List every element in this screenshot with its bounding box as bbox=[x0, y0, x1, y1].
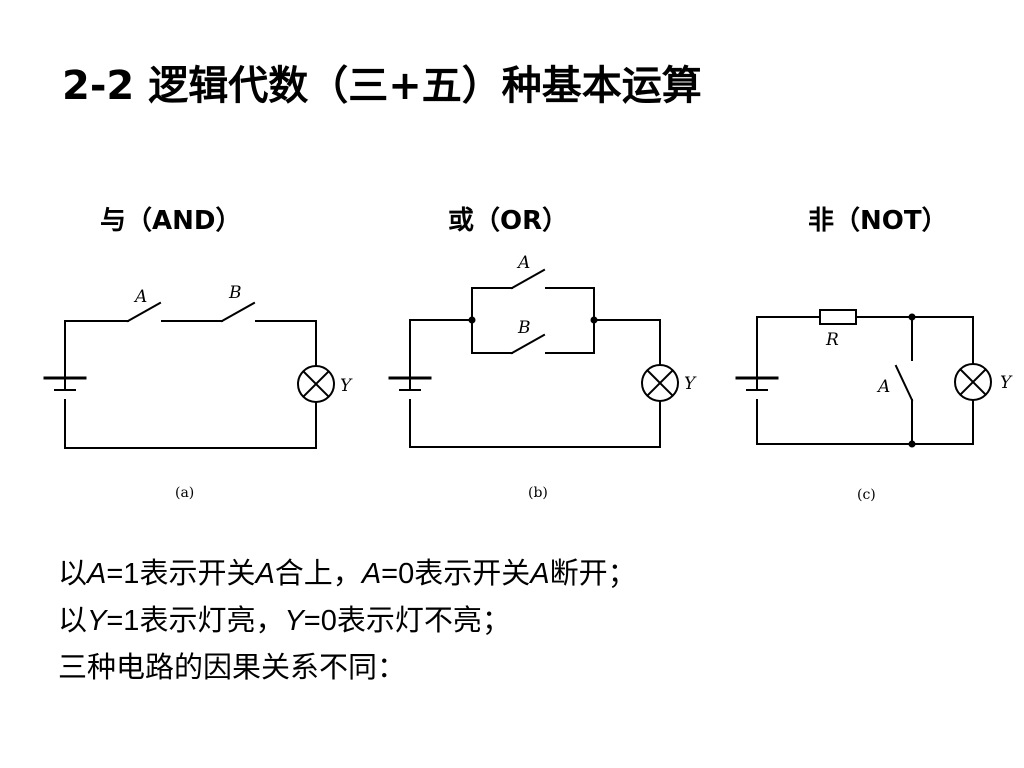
battery-icon bbox=[43, 376, 87, 391]
or-circuit-wire bbox=[409, 287, 661, 448]
not-switch-a-label: A bbox=[876, 377, 890, 397]
page-title: 2-2 逻辑代数（三+五）种基本运算 bbox=[62, 63, 702, 109]
and-circuit-wire bbox=[64, 320, 317, 449]
and-switch-b-label: B bbox=[228, 283, 242, 303]
battery-icon bbox=[735, 376, 779, 391]
description-line-3: 三种电路的因果关系不同： bbox=[58, 650, 407, 684]
switch-b bbox=[510, 333, 546, 355]
not-lamp-label: Y bbox=[1000, 373, 1013, 393]
lamp-icon bbox=[641, 364, 679, 402]
or-circuit-heading: 或（OR） bbox=[448, 206, 569, 236]
junction-bottom bbox=[908, 440, 916, 448]
not-circuit-heading: 非（NOT） bbox=[808, 206, 948, 236]
not-resistor-label: R bbox=[825, 330, 839, 350]
or-switch-a-label: A bbox=[516, 253, 530, 273]
description-line-2: 以Y=1表示灯亮，Y=0表示灯不亮； bbox=[58, 603, 511, 637]
and-circuit bbox=[43, 301, 335, 449]
resistor-icon bbox=[819, 309, 857, 325]
and-lamp-label: Y bbox=[340, 376, 353, 396]
switch-a bbox=[126, 301, 162, 323]
description-line-1: 以A=1表示开关A合上，A=0表示开关A断开； bbox=[58, 556, 637, 590]
and-switch-a-label: A bbox=[133, 287, 147, 307]
or-caption: (b) bbox=[528, 485, 548, 501]
lamp-icon bbox=[954, 363, 992, 401]
junction-left bbox=[468, 316, 476, 324]
and-circuit-heading: 与（AND） bbox=[100, 206, 242, 236]
not-circuit bbox=[735, 309, 992, 448]
description: 以A=1表示开关A合上，A=0表示开关A断开； 以Y=1表示灯亮，Y=0表示灯不… bbox=[58, 550, 637, 690]
junction-right bbox=[590, 316, 598, 324]
or-circuit bbox=[388, 268, 679, 448]
not-caption: (c) bbox=[857, 487, 876, 503]
battery-icon bbox=[388, 376, 432, 391]
switch-a bbox=[894, 364, 914, 402]
junction-top bbox=[908, 313, 916, 321]
lamp-icon bbox=[297, 365, 335, 403]
and-caption: (a) bbox=[175, 485, 194, 501]
or-switch-b-label: B bbox=[517, 318, 531, 338]
or-lamp-label: Y bbox=[684, 374, 697, 394]
not-circuit-wire bbox=[756, 316, 974, 445]
switch-a bbox=[510, 268, 546, 290]
switch-b bbox=[220, 301, 256, 323]
